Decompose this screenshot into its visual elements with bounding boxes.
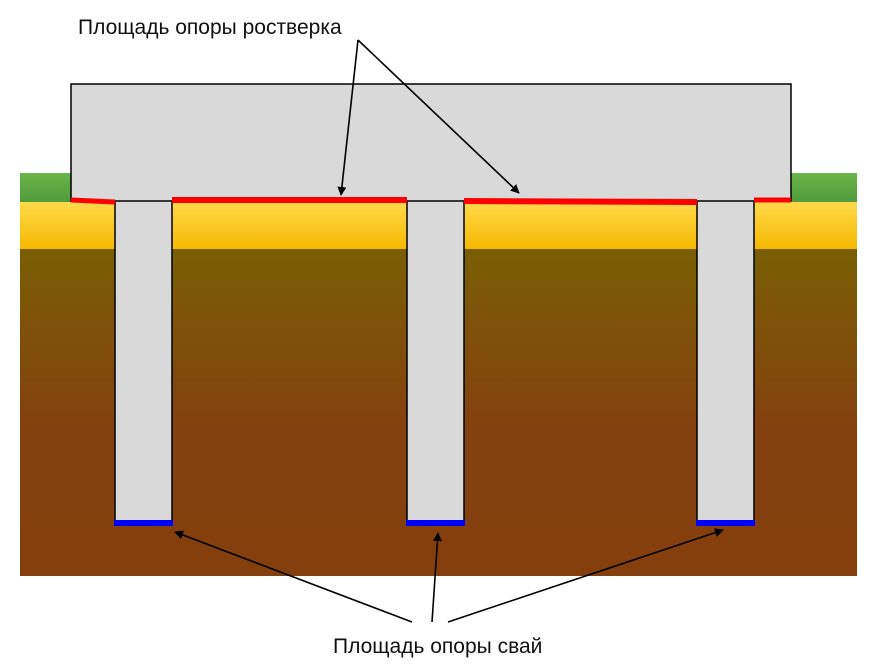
grillage-support-segment-3	[463, 198, 698, 205]
pile-middle	[406, 199, 465, 524]
grillage-cap	[70, 83, 792, 202]
grillage-support-area-label: Площадь опоры ростверка	[78, 16, 342, 39]
pile-left	[114, 199, 173, 524]
grillage-arrow-left	[337, 39, 359, 196]
pile-arrow-middle	[431, 532, 442, 623]
pile-right	[696, 199, 755, 524]
grillage-arrow-right	[357, 39, 520, 194]
grillage-support-lines	[70, 197, 791, 205]
pile-arrow-right	[447, 528, 724, 623]
grillage-arrows	[337, 39, 520, 196]
pile-arrows	[174, 528, 724, 623]
pile-arrow-left	[174, 530, 413, 623]
pile-support-area-label: Площадь опоры свай	[333, 635, 543, 658]
grillage-support-segment-1	[70, 197, 116, 205]
